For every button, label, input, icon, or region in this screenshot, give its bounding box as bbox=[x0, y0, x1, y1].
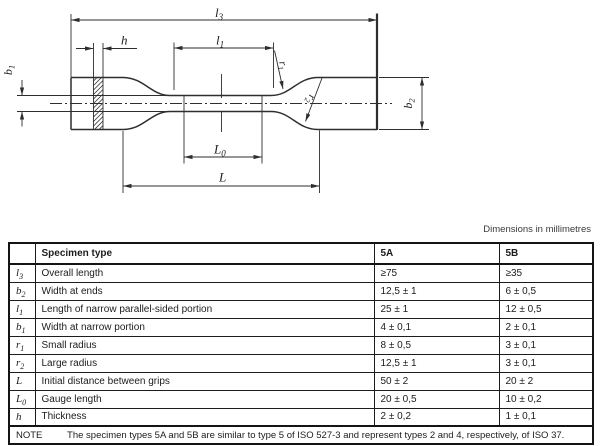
dim-label-l1: l1 bbox=[216, 33, 224, 50]
dim-label-l3: l3 bbox=[215, 5, 224, 22]
value-5b-cell: 1 ± 0,1 bbox=[498, 407, 594, 427]
symbol-cell: l1 bbox=[8, 299, 36, 319]
symbol-cell: r1 bbox=[8, 335, 36, 355]
symbol-cell: L0 bbox=[8, 389, 36, 409]
table-note-row: NOTE The specimen types 5A and 5B are si… bbox=[8, 425, 594, 445]
value-5b-cell: ≥35 bbox=[498, 263, 594, 283]
table-header-row: Specimen type 5A 5B bbox=[8, 242, 594, 265]
header-5b: 5B bbox=[498, 242, 594, 265]
value-5b-cell: 20 ± 2 bbox=[498, 371, 594, 391]
value-5b-cell: 2 ± 0,1 bbox=[498, 317, 594, 337]
dim-label-b1: b1 bbox=[1, 65, 17, 75]
header-symbol bbox=[8, 242, 36, 265]
specimen-dimensions-table: Specimen type 5A 5B l3 Overall length ≥7… bbox=[8, 242, 594, 445]
specimen-diagram: l3 h l1 r1 r2 b1 b2 L0 L bbox=[1, 5, 429, 193]
symbol-cell: l3 bbox=[8, 263, 36, 283]
arrowheads bbox=[19, 17, 425, 189]
value-5a-cell: 2 ± 0,2 bbox=[373, 407, 500, 427]
symbol-cell: h bbox=[8, 407, 36, 427]
dim-label-b2: b2 bbox=[401, 98, 417, 109]
dim-label-r2: r2 bbox=[302, 92, 318, 105]
description-cell: Gauge length bbox=[34, 389, 375, 409]
symbol-cell: b2 bbox=[8, 281, 36, 301]
value-5a-cell: 25 ± 1 bbox=[373, 299, 500, 319]
thickness-section-hatch bbox=[93, 77, 104, 130]
value-5a-cell: 12,5 ± 1 bbox=[373, 281, 500, 301]
note-label: NOTE bbox=[16, 429, 43, 441]
table-row: r1 Small radius 8 ± 0,5 3 ± 0,1 bbox=[8, 335, 594, 355]
value-5a-cell: 8 ± 0,5 bbox=[373, 335, 500, 355]
table-row: b2 Width at ends 12,5 ± 1 6 ± 0,5 bbox=[8, 281, 594, 301]
dim-label-r1: r1 bbox=[275, 60, 290, 71]
description-cell: Overall length bbox=[34, 263, 375, 283]
specimen-outline bbox=[70, 13, 379, 131]
value-5a-cell: ≥75 bbox=[373, 263, 500, 283]
header-5a: 5A bbox=[373, 242, 500, 265]
description-cell: Width at ends bbox=[34, 281, 375, 301]
value-5a-cell: 50 ± 2 bbox=[373, 371, 500, 391]
table-row: L0 Gauge length 20 ± 0,5 10 ± 0,2 bbox=[8, 389, 594, 409]
table-row: l3 Overall length ≥75 ≥35 bbox=[8, 263, 594, 283]
description-cell: Large radius bbox=[34, 353, 375, 373]
note-text: The specimen types 5A and 5B are similar… bbox=[67, 429, 565, 441]
value-5b-cell: 3 ± 0,1 bbox=[498, 335, 594, 355]
table-row: b1 Width at narrow portion 4 ± 0,1 2 ± 0… bbox=[8, 317, 594, 337]
header-specimen-type: Specimen type bbox=[34, 242, 375, 265]
value-5a-cell: 4 ± 0,1 bbox=[373, 317, 500, 337]
description-cell: Thickness bbox=[34, 407, 375, 427]
value-5b-cell: 3 ± 0,1 bbox=[498, 353, 594, 373]
dim-label-L: L bbox=[218, 170, 226, 185]
value-5b-cell: 12 ± 0,5 bbox=[498, 299, 594, 319]
table-row: r2 Large radius 12,5 ± 1 3 ± 0,1 bbox=[8, 353, 594, 373]
value-5a-cell: 20 ± 0,5 bbox=[373, 389, 500, 409]
value-5a-cell: 12,5 ± 1 bbox=[373, 353, 500, 373]
symbol-cell: b1 bbox=[8, 317, 36, 337]
dimensions-unit-note: Dimensions in millimetres bbox=[483, 224, 591, 235]
value-5b-cell: 10 ± 0,2 bbox=[498, 389, 594, 409]
description-cell: Initial distance between grips bbox=[34, 371, 375, 391]
value-5b-cell: 6 ± 0,5 bbox=[498, 281, 594, 301]
symbol-cell: r2 bbox=[8, 353, 36, 373]
note-cell: NOTE The specimen types 5A and 5B are si… bbox=[8, 425, 594, 445]
table-row: l1 Length of narrow parallel-sided porti… bbox=[8, 299, 594, 319]
table-row: L Initial distance between grips 50 ± 2 … bbox=[8, 371, 594, 391]
symbol-cell: L bbox=[8, 371, 36, 391]
table-row: h Thickness 2 ± 0,2 1 ± 0,1 bbox=[8, 407, 594, 427]
description-cell: Width at narrow portion bbox=[34, 317, 375, 337]
description-cell: Small radius bbox=[34, 335, 375, 355]
dim-label-h: h bbox=[121, 33, 128, 48]
description-cell: Length of narrow parallel-sided portion bbox=[34, 299, 375, 319]
dim-label-L0: L0 bbox=[213, 142, 226, 159]
